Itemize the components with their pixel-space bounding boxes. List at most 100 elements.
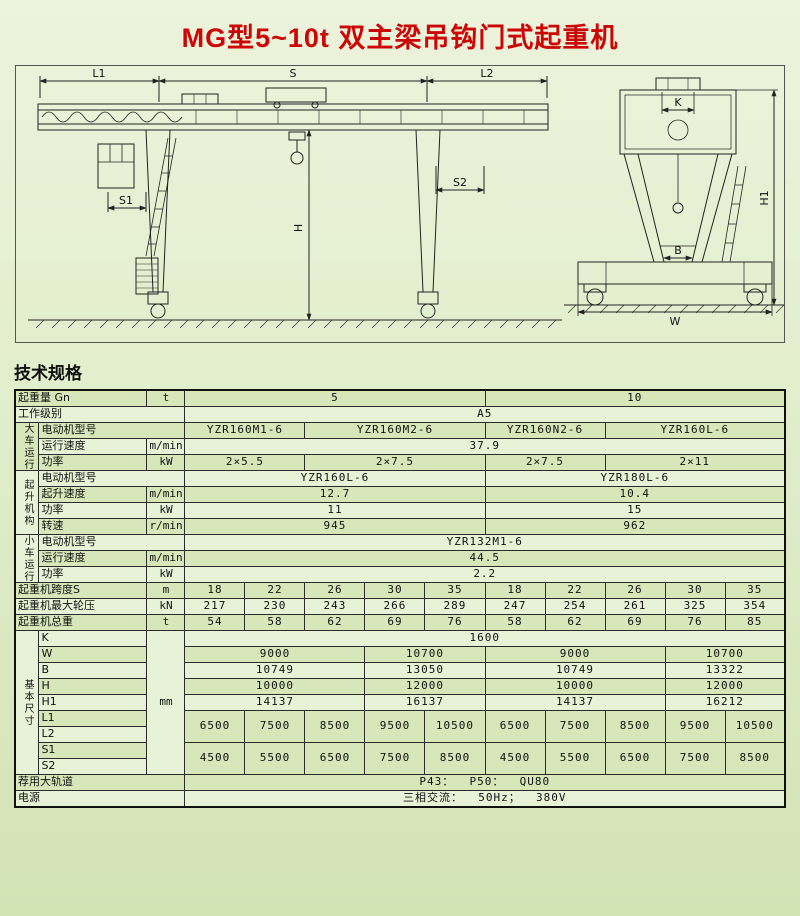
value-cell: 76 [664, 614, 726, 631]
dim-label-h: H [292, 224, 305, 232]
param-label: 起重机总重 [14, 614, 148, 631]
value-cell: 69 [364, 614, 426, 631]
param-label: 功率 [38, 454, 148, 471]
dim-label-k: K [674, 96, 682, 109]
value-cell: 18 [184, 582, 246, 599]
value-cell: YZR160L-6 [604, 422, 786, 439]
value-cell: 10000 [484, 678, 666, 695]
value-cell: 10 [484, 389, 786, 407]
value-cell: 三相交流： 50Hz； 380V [184, 790, 786, 808]
dim-label-l1: L1 [92, 67, 105, 80]
value-cell: 62 [304, 614, 366, 631]
dim-label-l2: L2 [480, 67, 493, 80]
param-label: 起重机最大轮压 [14, 598, 148, 615]
value-cell: 10700 [364, 646, 486, 663]
value-cell: 5 [184, 389, 486, 407]
value-cell: 217 [184, 598, 246, 615]
value-cell: 10.4 [484, 486, 786, 503]
value-cell: 2×11 [604, 454, 786, 471]
value-cell: YZR160M2-6 [304, 422, 486, 439]
value-cell: 15 [484, 502, 786, 519]
unit-cell: m [146, 582, 186, 599]
param-label: 起重机跨度S [14, 582, 148, 599]
value-cell: 7500 [364, 742, 426, 775]
param-label: 起升速度 [38, 486, 148, 503]
value-cell: 254 [544, 598, 606, 615]
value-cell: 962 [484, 518, 786, 535]
param-label: L2 [38, 726, 148, 743]
param-label: L1 [38, 710, 148, 727]
unit-cell: m/min [146, 486, 186, 503]
unit-cell: t [146, 389, 186, 407]
value-cell: 1600 [184, 630, 786, 647]
value-cell: 6500 [184, 710, 246, 743]
value-cell: 22 [244, 582, 306, 599]
value-cell: 18 [484, 582, 546, 599]
value-cell: 58 [244, 614, 306, 631]
param-label: S2 [38, 758, 148, 775]
spec-section-heading: 技术规格 [14, 364, 82, 384]
value-cell: 243 [304, 598, 366, 615]
param-label: W [38, 646, 148, 663]
unit-cell: t [146, 614, 186, 631]
value-cell: 7500 [244, 710, 306, 743]
value-cell: 35 [724, 582, 786, 599]
value-cell: 76 [424, 614, 486, 631]
param-label: 电动机型号 [38, 422, 186, 439]
value-cell: YZR160L-6 [184, 470, 486, 487]
param-label: H [38, 678, 148, 695]
value-cell: 35 [424, 582, 486, 599]
value-cell: 7500 [664, 742, 726, 775]
value-cell: 26 [604, 582, 666, 599]
value-cell: 2×7.5 [304, 454, 486, 471]
value-cell: 6500 [304, 742, 366, 775]
value-cell: 62 [544, 614, 606, 631]
value-cell: 16212 [664, 694, 786, 711]
unit-cell: m/min [146, 550, 186, 567]
value-cell: 8500 [424, 742, 486, 775]
value-cell: 30 [364, 582, 426, 599]
value-cell: YZR180L-6 [484, 470, 786, 487]
value-cell: 354 [724, 598, 786, 615]
param-label: 运行速度 [38, 438, 148, 455]
value-cell: 54 [184, 614, 246, 631]
crane-drawing-icon: L1 S L2 S1 S2 H K B W H1 [28, 67, 786, 329]
dim-label-w: W [670, 315, 681, 328]
param-label: 电动机型号 [38, 534, 186, 551]
value-cell: YZR160M1-6 [184, 422, 306, 439]
value-cell: 8500 [604, 710, 666, 743]
value-cell: 26 [304, 582, 366, 599]
param-label: 荐用大轨道 [14, 774, 186, 791]
unit-cell: kW [146, 566, 186, 583]
crane-side-view [564, 77, 786, 316]
unit-cell: m/min [146, 438, 186, 455]
value-cell: 13322 [664, 662, 786, 679]
page-title: MG型5~10t 双主梁吊钩门式起重机 [181, 23, 619, 53]
group-label: 基本尺寸 [14, 630, 40, 775]
param-label: 电动机型号 [38, 470, 186, 487]
unit-cell: mm [146, 630, 186, 775]
value-cell: 12000 [364, 678, 486, 695]
param-label: H1 [38, 694, 148, 711]
value-cell: 10700 [664, 646, 786, 663]
param-label: 功率 [38, 502, 148, 519]
group-label: 大车运行机构 [14, 422, 40, 471]
spec-row: 电源三相交流： 50Hz； 380V [14, 790, 786, 808]
value-cell: 247 [484, 598, 546, 615]
value-cell: 230 [244, 598, 306, 615]
value-cell: 9000 [184, 646, 366, 663]
param-label: 功率 [38, 566, 148, 583]
value-cell: 9500 [364, 710, 426, 743]
